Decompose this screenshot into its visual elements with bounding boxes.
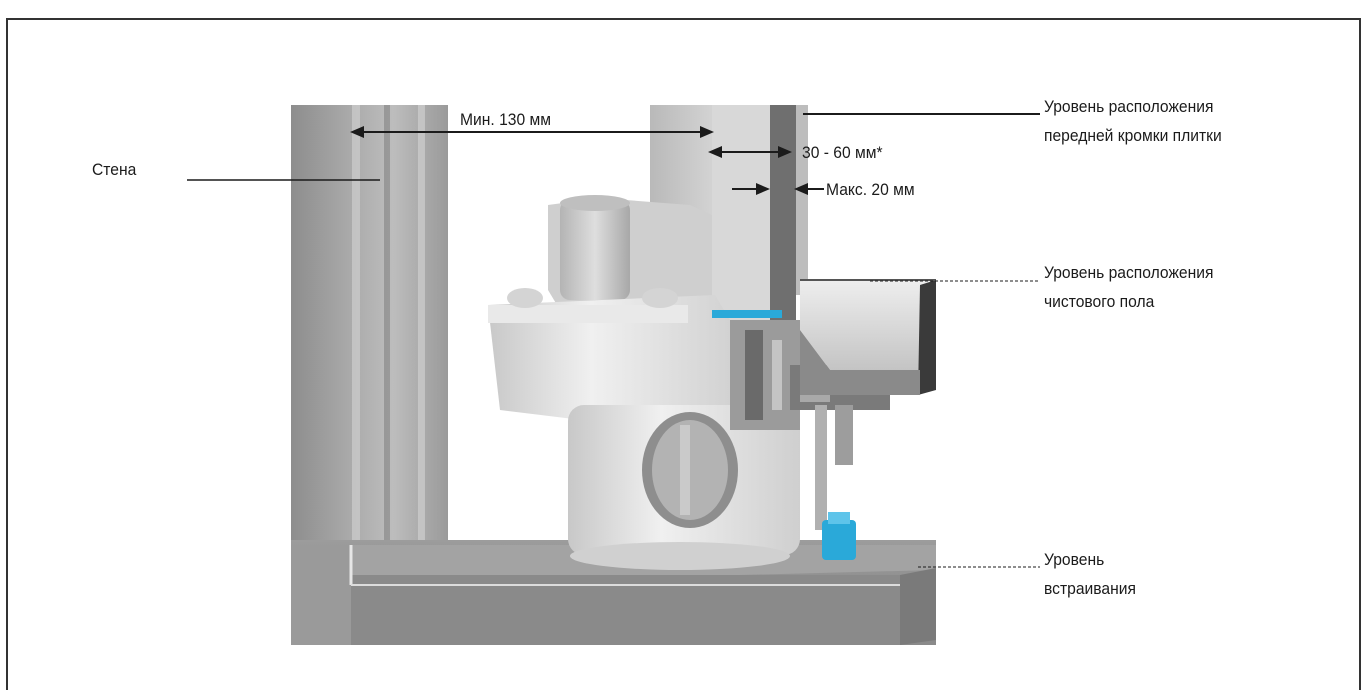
drain-body: [488, 195, 800, 570]
min-130-label: Мин. 130 мм: [460, 110, 552, 129]
dimension-min-130: [350, 126, 714, 138]
tile-edge-label-line1: Уровень расположения: [1044, 97, 1214, 116]
max-20-label: Макс. 20 мм: [826, 180, 915, 199]
floor-tray: [800, 279, 936, 395]
arrowhead-right-icon: [778, 146, 792, 158]
arrowhead-left-icon: [794, 183, 808, 195]
dimension-30-60: [708, 146, 792, 158]
dimension-max-20: [732, 183, 824, 195]
arrowhead-right-icon: [756, 183, 770, 195]
diagram-frame: [6, 18, 1361, 690]
install-level-label-line1: Уровень: [1044, 550, 1105, 569]
install-level-label-line2: встраивания: [1044, 579, 1136, 598]
left-wall: [291, 105, 448, 545]
wall-label: Стена: [92, 160, 137, 179]
range-30-60-label: 30 - 60 мм*: [802, 143, 883, 162]
tile-edge-label-line2: передней кромки плитки: [1044, 126, 1222, 145]
finished-floor-label-line2: чистового пола: [1044, 292, 1155, 311]
arrowhead-left-icon: [350, 126, 364, 138]
arrowhead-right-icon: [700, 126, 714, 138]
arrowhead-left-icon: [708, 146, 722, 158]
finished-floor-label-line1: Уровень расположения: [1044, 263, 1214, 282]
